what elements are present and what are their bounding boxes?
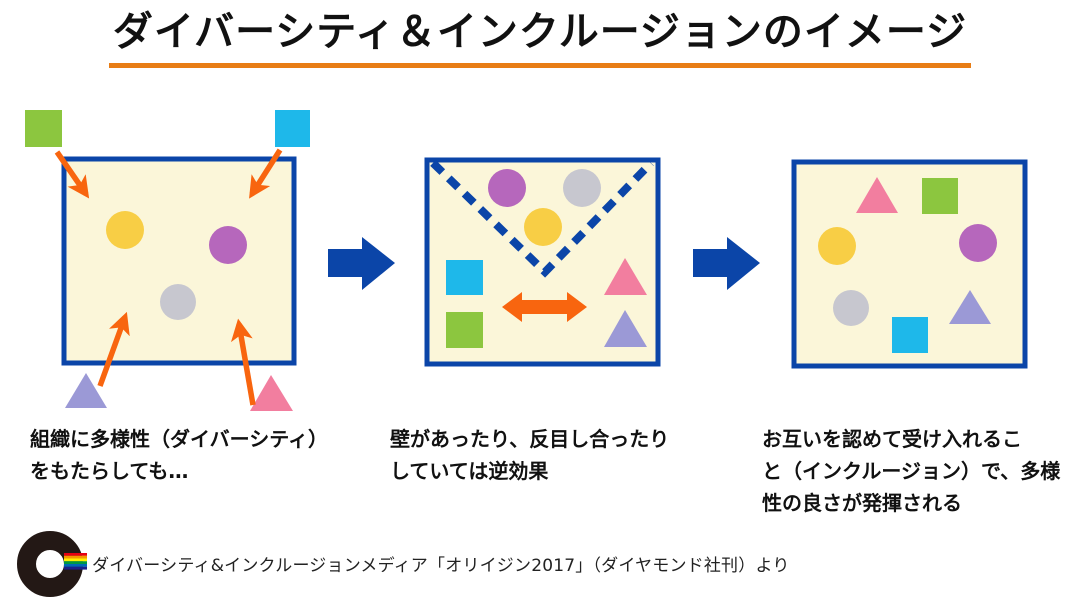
yellow-circle xyxy=(524,208,562,246)
pink-triangle xyxy=(250,375,293,411)
panel-2-conflict xyxy=(424,157,661,367)
green-square xyxy=(25,110,62,147)
organization-box-1 xyxy=(61,156,297,366)
gray-circle xyxy=(563,169,601,207)
cyan-square xyxy=(446,260,483,295)
next-step-arrow-2 xyxy=(693,237,760,290)
inflow-arrow-bottom-left xyxy=(97,311,130,387)
next-step-arrow-1 xyxy=(328,237,395,290)
panel-3-inclusion xyxy=(791,159,1028,369)
purple-circle xyxy=(488,169,526,207)
rainbow-stripe-icon xyxy=(64,553,87,570)
source-credit: ダイバーシティ&インクルージョンメディア「オリイジン2017」（ダイヤモンド社刊… xyxy=(92,556,790,576)
gray-circle xyxy=(160,284,196,320)
title-row: ダイバーシティ＆インクルージョンのイメージ xyxy=(0,8,1080,68)
cyan-square xyxy=(275,110,310,147)
lavender-triangle xyxy=(604,310,647,347)
cyan-square xyxy=(892,317,928,353)
pink-triangle xyxy=(604,258,647,295)
inflow-arrow-bottom-right xyxy=(230,318,256,406)
yellow-circle xyxy=(818,227,856,265)
caption-inclusion: お互いを認めて受け入れるこ と（インクルージョン）で、多様 性の良さが発揮される xyxy=(762,427,1061,515)
page-title: ダイバーシティ＆インクルージョンのイメージ xyxy=(108,8,972,68)
gray-circle xyxy=(833,290,869,326)
green-square xyxy=(922,178,958,214)
purple-circle xyxy=(209,226,247,264)
panel-1-diversity xyxy=(25,110,310,411)
oriijin-donut-logo xyxy=(17,531,87,597)
caption-conflict: 壁があったり、反目し合ったり していては逆効果 xyxy=(390,427,670,483)
inflow-arrow-top-left xyxy=(54,150,90,199)
pink-triangle xyxy=(856,177,898,213)
conflict-double-arrow xyxy=(502,292,587,322)
green-square xyxy=(446,312,483,348)
yellow-circle xyxy=(106,211,144,249)
inflow-arrow-top-right xyxy=(249,148,283,199)
lavender-triangle xyxy=(65,373,107,408)
purple-circle xyxy=(959,224,997,262)
wall-dashed-line xyxy=(430,160,654,278)
caption-diversity: 組織に多様性（ダイバーシティ） をもたらしても… xyxy=(30,427,328,483)
diversity-inclusion-diagram xyxy=(25,110,1028,411)
lavender-triangle xyxy=(949,290,991,324)
